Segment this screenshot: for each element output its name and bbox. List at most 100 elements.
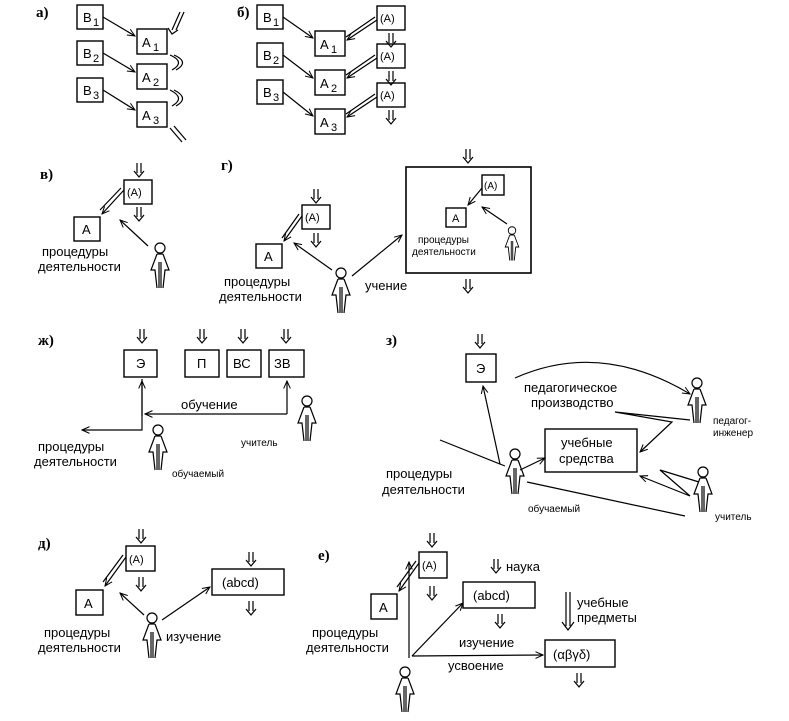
box-b2 [256, 42, 284, 68]
box-a3-sub: 3 [153, 115, 159, 127]
label-deyatelnosti: деятельности [219, 289, 302, 304]
panel-g: (A) A процедуры деятельности учение (A) … [219, 148, 532, 314]
person-icon [142, 612, 162, 659]
panel-b: B 1 B 2 B 3 A 1 A 2 A 3 (A) (A) (A) [256, 4, 406, 135]
box-a2-text: A [142, 70, 151, 85]
box-b1-text: B [83, 10, 92, 25]
box-uchebnye-sredstva [544, 428, 638, 473]
box-b3 [76, 77, 104, 103]
label-uchitel: учитель [241, 438, 278, 449]
box-a-paren-text: (A) [380, 51, 395, 63]
box-abcd-text: (abcd) [473, 588, 510, 603]
box-zv [268, 349, 305, 378]
label-deyatelnosti: деятельности [34, 454, 117, 469]
box-a3 [136, 101, 168, 128]
label-procedury: процедуры [418, 235, 469, 246]
box-a2-text: A [320, 76, 329, 91]
box-vs-text: ВС [233, 356, 251, 371]
box-a2-sub: 2 [331, 83, 337, 95]
box-a1-sub: 1 [153, 42, 159, 54]
double-arrow-icon [133, 206, 145, 222]
double-arrow-icon [426, 585, 438, 601]
box-b1-text: B [263, 10, 272, 25]
label-deyatelnosti: деятельности [38, 640, 121, 655]
box-b3 [256, 79, 284, 105]
box-a [75, 589, 104, 616]
label-deyatelnosti: деятельности [412, 247, 476, 258]
box-b3-text: B [83, 83, 92, 98]
box-e [465, 353, 497, 383]
double-arrow-icon [135, 528, 147, 544]
panel-v-label: в) [40, 167, 53, 183]
box-b2-sub: 2 [93, 53, 99, 65]
label-uchenie: учение [365, 278, 407, 293]
box-a-paren [376, 43, 406, 69]
panel-z-label: з) [386, 333, 397, 349]
box-a [255, 243, 283, 269]
box-a3-text: A [142, 108, 151, 123]
double-arrow-icon [245, 551, 257, 567]
label-procedury: процедуры [42, 244, 108, 259]
box-greek-text: (αβγδ) [553, 647, 590, 662]
box-a3-sub: 3 [331, 122, 337, 134]
person-icon [331, 267, 351, 314]
box-a-paren [376, 5, 406, 31]
double-arrow-icon [310, 232, 322, 248]
double-arrow-icon [237, 328, 249, 344]
box-a [73, 216, 101, 242]
box-a2 [136, 63, 168, 90]
double-arrow-icon [133, 162, 145, 178]
box-a-paren-text: (A) [380, 90, 395, 102]
label-procedury: процедуры [386, 466, 452, 481]
label-uchebnye-predmety-1: учебные [577, 595, 629, 610]
box-a [445, 207, 467, 228]
box-a-paren [125, 545, 156, 572]
person-icon [687, 377, 707, 424]
panel-e: (A) A процедуры деятельности наука (abcd… [306, 532, 637, 713]
double-arrow-icon [310, 188, 322, 204]
box-b1 [76, 4, 104, 30]
box-e [123, 349, 158, 378]
box-b2 [76, 40, 104, 66]
box-e-text: Э [476, 361, 485, 376]
box-a3 [314, 108, 346, 135]
box-b2-text: B [83, 46, 92, 61]
box-a-text: A [82, 222, 91, 237]
box-b3-text: B [263, 85, 272, 100]
box-b2-text: B [263, 48, 272, 63]
label-uchitel: учитель [715, 512, 752, 523]
box-a-paren [123, 179, 153, 205]
box-a-paren-text: (A) [129, 554, 144, 566]
box-a-paren-text: (A) [127, 187, 142, 199]
box-abcd-text: (abcd) [222, 575, 259, 590]
double-arrow-icon [494, 613, 506, 629]
label-nauka: наука [506, 559, 541, 574]
label-izuchenie: изучение [166, 629, 221, 644]
box-b1 [256, 4, 284, 30]
person-icon [693, 466, 713, 513]
box-a [370, 593, 398, 620]
box-a-text: A [452, 213, 460, 225]
box-a2 [314, 69, 346, 96]
box-a-text: A [379, 600, 388, 615]
double-arrow-icon [462, 278, 474, 294]
panel-zh-label: ж) [38, 333, 54, 349]
label-obuchenie: обучение [181, 397, 238, 412]
box-p-text: П [197, 356, 206, 371]
panel-v: (A) A процедуры деятельности [38, 162, 170, 289]
person-icon [395, 666, 415, 713]
person-icon [505, 448, 525, 495]
box-p [184, 349, 220, 378]
panel-b-label: б) [237, 5, 250, 21]
box-us-text-1: учебные [561, 435, 613, 450]
label-procedury: процедуры [44, 625, 110, 640]
box-greek [544, 639, 616, 668]
box-a3-text: A [320, 115, 329, 130]
double-arrow-icon [474, 333, 486, 349]
person-icon [148, 424, 168, 471]
box-zv-text: ЗВ [274, 356, 291, 371]
label-obuchaemyi: обучаемый [528, 503, 580, 515]
double-arrow-icon [135, 576, 147, 592]
label-pedagog-2: инженер [713, 428, 753, 439]
box-a1 [314, 30, 346, 57]
